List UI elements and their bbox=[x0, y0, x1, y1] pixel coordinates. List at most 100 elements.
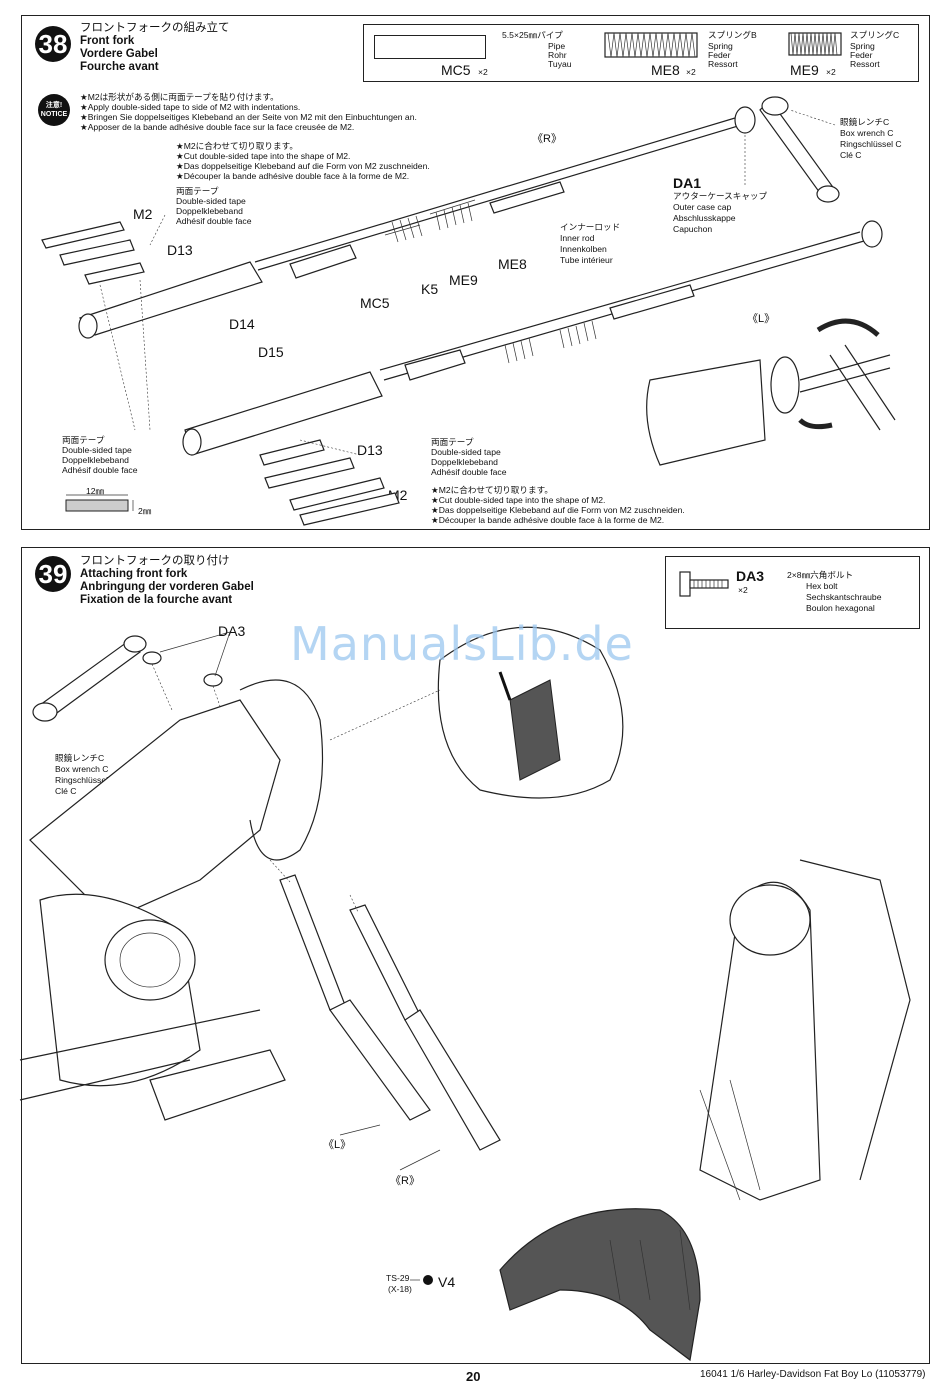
tape-label-left-de: Doppelklebeband bbox=[62, 455, 129, 465]
spring-b-code: ME8 bbox=[651, 62, 680, 78]
pipe-code: MC5 bbox=[441, 62, 471, 78]
paint-code-alt: (X-18) bbox=[388, 1284, 412, 1294]
da3-fr: Boulon hexagonal bbox=[806, 603, 875, 613]
fork-assembly-drawing bbox=[41, 32, 896, 526]
pipe-size: 5.5×25㎜パイプ bbox=[502, 30, 563, 40]
part-d15: D15 bbox=[258, 344, 284, 360]
box-wrench-jp: 眼鏡レンチC bbox=[55, 753, 105, 763]
pipe-qty: ×2 bbox=[478, 67, 488, 77]
box-wrench-fr: Clé C bbox=[840, 150, 862, 160]
spring-b-qty: ×2 bbox=[686, 67, 696, 77]
tape-dimension-diagram bbox=[65, 494, 134, 512]
da1-fr: Capuchon bbox=[673, 224, 713, 234]
dimension-height: 2㎜ bbox=[138, 506, 152, 516]
tape-label-top-jp: 両面テープ bbox=[176, 186, 219, 196]
inner-rod-jp: インナーロッド bbox=[560, 222, 621, 232]
parts-box bbox=[665, 556, 920, 629]
box-wrench-en: Box wrench C bbox=[840, 128, 894, 138]
right-fork-rod bbox=[78, 96, 840, 339]
cap-detail bbox=[646, 318, 896, 466]
step-title-jp: フロントフォークの組み立て bbox=[80, 22, 230, 34]
spring-b-de: Feder bbox=[708, 50, 731, 60]
paint-code: TS-29 bbox=[386, 1273, 410, 1283]
step-title-de: Anbringung der vorderen Gabel bbox=[80, 581, 254, 593]
spring-c-icon bbox=[788, 32, 842, 56]
notice-badge: 注意! NOTICE bbox=[38, 94, 70, 126]
box-wrench-jp: 眼鏡レンチC bbox=[840, 117, 890, 127]
tape-label-left-fr: Adhésif double face bbox=[62, 465, 138, 475]
notice-line-4: ★Apposer de la bande adhésive double fac… bbox=[80, 122, 355, 132]
cut-note-bottom-2: ★Cut double-sided tape into the shape of… bbox=[431, 495, 606, 505]
tape-label-right-fr: Adhésif double face bbox=[431, 467, 507, 477]
product-line: 16041 1/6 Harley-Davidson Fat Boy Lo (11… bbox=[700, 1369, 926, 1380]
tape-label-right-jp: 両面テープ bbox=[431, 437, 474, 447]
notice-line-2: ★Apply double-sided tape to side of M2 w… bbox=[80, 102, 301, 112]
da1-code: DA1 bbox=[673, 175, 702, 191]
part-k5: K5 bbox=[421, 281, 439, 297]
notice-badge-en: NOTICE bbox=[40, 111, 68, 118]
spring-b-jp: スプリングB bbox=[708, 30, 757, 40]
spring-c-jp: スプリングC bbox=[850, 30, 900, 40]
cut-note-top-4: ★Découper la bande adhésive double face … bbox=[176, 171, 410, 181]
tape-label-right-de: Doppelklebeband bbox=[431, 457, 498, 467]
da1-de: Abschlusskappe bbox=[673, 213, 736, 223]
tape-label-left-jp: 両面テープ bbox=[62, 435, 105, 445]
spring-c-de: Feder bbox=[850, 50, 873, 60]
cut-note-bottom-1: ★M2に合わせて切り取ります。 bbox=[431, 485, 553, 495]
step-title-fr: Fixation de la fourche avant bbox=[80, 594, 233, 606]
dimension-width: 12㎜ bbox=[86, 486, 105, 496]
spring-b-en: Spring bbox=[708, 41, 733, 51]
spring-b-fr: Ressort bbox=[708, 59, 738, 69]
side-r-label: 《R》 bbox=[532, 133, 562, 145]
step-title-fr: Fourche avant bbox=[80, 61, 159, 73]
notice-line-3: ★Bringen Sie doppelseitiges Klebeband an… bbox=[80, 112, 417, 122]
inner-rod-fr: Tube intérieur bbox=[560, 255, 613, 265]
m2-d13-bottom-parts bbox=[259, 439, 400, 526]
notice-badge-jp: 注意! bbox=[45, 102, 63, 109]
side-r-label: 《R》 bbox=[390, 1175, 420, 1187]
da3-label: DA3 bbox=[218, 623, 246, 639]
m2-d13-top-parts bbox=[41, 221, 145, 285]
part-me9: ME9 bbox=[449, 272, 478, 288]
part-m2-top: M2 bbox=[133, 206, 153, 222]
inner-rod-de: Innenkolben bbox=[560, 244, 607, 254]
spring-c-en: Spring bbox=[850, 41, 875, 51]
spring-c-fr: Ressort bbox=[850, 59, 880, 69]
part-d14: D14 bbox=[229, 316, 255, 332]
da3-qty: ×2 bbox=[738, 585, 748, 595]
part-me8: ME8 bbox=[498, 256, 527, 272]
step-number: 38 bbox=[35, 26, 71, 62]
inner-rod-en: Inner rod bbox=[560, 233, 595, 243]
box-wrench-en: Box wrench C bbox=[55, 764, 109, 774]
part-d13-bottom: D13 bbox=[357, 442, 383, 458]
pipe-part-drawing bbox=[374, 35, 486, 59]
side-l-label: 《L》 bbox=[747, 313, 776, 325]
cut-note-top-2: ★Cut double-sided tape into the shape of… bbox=[176, 151, 351, 161]
da1-jp: アウターケースキャップ bbox=[673, 191, 768, 201]
part-d13-top: D13 bbox=[167, 242, 193, 258]
tape-label-right-en: Double-sided tape bbox=[431, 447, 501, 457]
spring-b-icon bbox=[604, 32, 698, 58]
part-mc5: MC5 bbox=[360, 295, 390, 311]
side-l-label: 《L》 bbox=[323, 1139, 352, 1151]
box-wrench-fr: Clé C bbox=[55, 786, 77, 796]
box-wrench-de: Ringschlüssel C bbox=[840, 139, 902, 149]
cut-note-top-3: ★Das doppelseitige Klebeband auf die For… bbox=[176, 161, 430, 171]
part-v4: V4 bbox=[438, 1274, 456, 1290]
da3-en: Hex bolt bbox=[806, 581, 838, 591]
spring-c-qty: ×2 bbox=[826, 67, 836, 77]
cut-note-bottom-3: ★Das doppelseitige Klebeband auf die For… bbox=[431, 505, 685, 515]
da1-en: Outer case cap bbox=[673, 202, 732, 212]
da3-code: DA3 bbox=[736, 568, 765, 584]
spring-c-code: ME9 bbox=[790, 62, 819, 78]
step-title-en: Attaching front fork bbox=[80, 568, 188, 580]
step-number: 39 bbox=[35, 556, 71, 592]
cut-note-top-1: ★M2に合わせて切り取ります。 bbox=[176, 141, 298, 151]
pipe-name-fr: Tuyau bbox=[548, 59, 572, 69]
notice-line-1: ★M2は形状がある側に両面テープを貼り付けます。 bbox=[80, 92, 279, 102]
tape-label-top-en: Double-sided tape bbox=[176, 196, 246, 206]
box-wrench-de: Ringschlüssel C bbox=[55, 775, 117, 785]
step-title-de: Vordere Gabel bbox=[80, 48, 158, 60]
left-fork-rod bbox=[182, 220, 883, 456]
pipe-name-de: Rohr bbox=[548, 50, 567, 60]
